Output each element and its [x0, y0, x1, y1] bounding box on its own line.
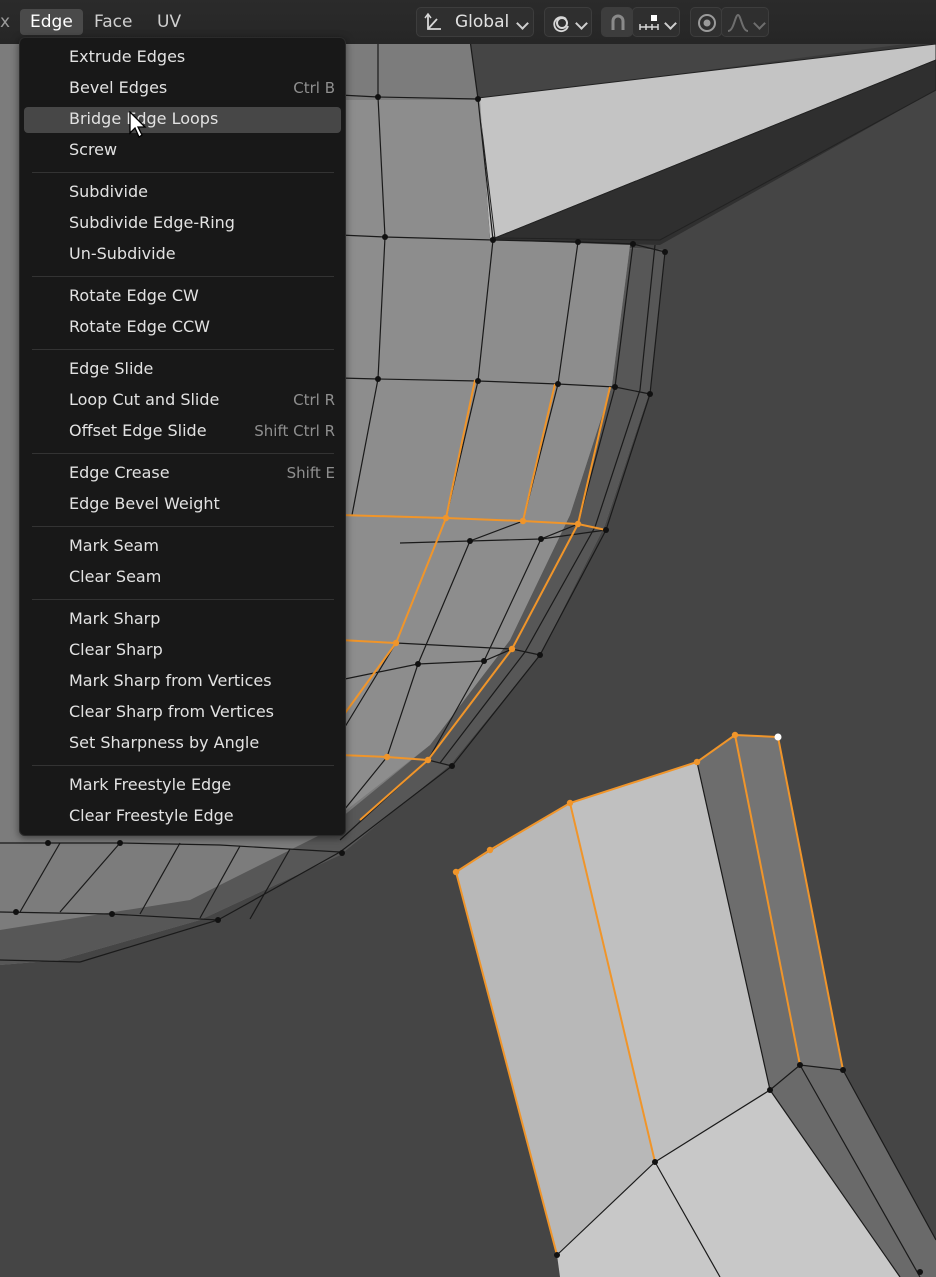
pivot-point-dropdown[interactable]	[544, 7, 592, 37]
menu-item-edge-bevel-weight[interactable]: Edge Bevel Weight	[24, 492, 341, 518]
menu-item-label: Screw	[69, 140, 118, 159]
menu-separator	[32, 349, 334, 350]
menu-item-clear-sharp-from-vertices[interactable]: Clear Sharp from Vertices	[24, 700, 341, 726]
menu-item-label: Mark Seam	[69, 536, 159, 555]
chevron-down-icon	[575, 17, 588, 30]
menu-item-label: Loop Cut and Slide	[69, 390, 220, 409]
menu-item-shortcut: Ctrl B	[293, 79, 335, 97]
menu-item-clear-freestyle-edge[interactable]: Clear Freestyle Edge	[24, 804, 341, 830]
menu-item-label: Clear Sharp from Vertices	[69, 702, 274, 721]
viewport-header: x Edge Face UV Global	[0, 0, 936, 44]
menu-item-label: Mark Freestyle Edge	[69, 775, 232, 794]
menu-item-label: Un-Subdivide	[69, 244, 176, 263]
menu-item-label: Subdivide Edge-Ring	[69, 213, 235, 232]
menu-clipped[interactable]: x	[0, 12, 11, 32]
menu-item-rotate-edge-ccw[interactable]: Rotate Edge CCW	[24, 315, 341, 341]
chevron-down-icon	[753, 17, 766, 30]
mesh-face-extruded-side	[697, 735, 800, 1090]
menu-item-bridge-edge-loops[interactable]: Bridge Edge Loops	[24, 107, 341, 133]
snap-increment-icon	[639, 15, 659, 30]
orientation-axes-icon	[424, 12, 441, 30]
menu-item-loop-cut-and-slide[interactable]: Loop Cut and Slide Ctrl R	[24, 388, 341, 414]
menu-item-label: Edge Bevel Weight	[69, 494, 220, 513]
menu-item-label: Extrude Edges	[69, 47, 186, 66]
menu-item-clear-seam[interactable]: Clear Seam	[24, 565, 341, 591]
menu-item-rotate-edge-cw[interactable]: Rotate Edge CW	[24, 284, 341, 310]
menu-edge[interactable]: Edge	[20, 9, 83, 35]
pivot-icon	[553, 16, 569, 33]
menu-separator	[32, 599, 334, 600]
menu-item-set-sharpness-by-angle[interactable]: Set Sharpness by Angle	[24, 731, 341, 757]
menu-item-extrude-edges[interactable]: Extrude Edges	[24, 45, 341, 71]
mesh-face-extruded-front-2	[570, 762, 770, 1162]
menu-separator	[32, 765, 334, 766]
transform-orientation-label: Global	[455, 12, 510, 32]
menu-item-label: Clear Freestyle Edge	[69, 806, 234, 825]
snap-magnet-icon	[611, 14, 625, 30]
menu-item-label: Offset Edge Slide	[69, 421, 207, 440]
menu-item-label: Rotate Edge CW	[69, 286, 199, 305]
menu-item-un-subdivide[interactable]: Un-Subdivide	[24, 242, 341, 268]
menu-item-label: Clear Seam	[69, 567, 162, 586]
menu-item-label: Bevel Edges	[69, 78, 168, 97]
mouse-cursor-icon	[129, 111, 147, 138]
mesh-face-top-panel-2	[477, 43, 936, 239]
menu-separator	[32, 172, 334, 173]
menu-item-bevel-edges[interactable]: Bevel Edges Ctrl B	[24, 76, 341, 102]
menu-separator	[32, 526, 334, 527]
menu-item-label: Bridge Edge Loops	[69, 109, 219, 128]
menu-item-edge-slide[interactable]: Edge Slide	[24, 357, 341, 383]
menu-item-screw[interactable]: Screw	[24, 138, 341, 164]
menu-item-edge-crease[interactable]: Edge Crease Shift E	[24, 461, 341, 487]
menu-item-label: Mark Sharp from Vertices	[69, 671, 272, 690]
menu-item-label: Subdivide	[69, 182, 148, 201]
menu-face[interactable]: Face	[94, 12, 133, 32]
menu-item-shortcut: Ctrl R	[293, 391, 335, 409]
menu-uv[interactable]: UV	[157, 12, 182, 32]
menu-item-mark-sharp[interactable]: Mark Sharp	[24, 607, 341, 633]
menu-item-label: Clear Sharp	[69, 640, 163, 659]
menu-item-mark-seam[interactable]: Mark Seam	[24, 534, 341, 560]
menu-item-shortcut: Shift Ctrl R	[254, 422, 335, 440]
chevron-down-icon	[664, 17, 677, 30]
menu-item-label: Edge Crease	[69, 463, 170, 482]
menu-item-subdivide-edge-ring[interactable]: Subdivide Edge-Ring	[24, 211, 341, 237]
falloff-curve-icon	[727, 13, 749, 32]
menu-item-label: Mark Sharp	[69, 609, 161, 628]
menu-separator	[32, 453, 334, 454]
menu-item-label: Rotate Edge CCW	[69, 317, 210, 336]
snap-target-dropdown[interactable]	[632, 7, 680, 37]
menu-item-label: Edge Slide	[69, 359, 154, 378]
proportional-falloff-dropdown[interactable]	[721, 7, 769, 37]
mesh-face-extruded-side-2	[735, 735, 843, 1070]
snap-toggle[interactable]	[601, 7, 633, 37]
proportional-edit-toggle[interactable]	[690, 7, 722, 37]
menu-item-label: Set Sharpness by Angle	[69, 733, 260, 752]
mesh-face-extruded-front	[456, 803, 655, 1255]
menu-item-subdivide[interactable]: Subdivide	[24, 180, 341, 206]
chevron-down-icon	[516, 17, 529, 30]
menu-item-mark-freestyle-edge[interactable]: Mark Freestyle Edge	[24, 773, 341, 799]
proportional-edit-icon	[698, 14, 716, 32]
menu-item-mark-sharp-from-vertices[interactable]: Mark Sharp from Vertices	[24, 669, 341, 695]
transform-orientation-dropdown[interactable]: Global	[416, 7, 534, 37]
menu-item-shortcut: Shift E	[286, 464, 335, 482]
menu-item-offset-edge-slide[interactable]: Offset Edge Slide Shift Ctrl R	[24, 419, 341, 445]
menu-item-clear-sharp[interactable]: Clear Sharp	[24, 638, 341, 664]
menu-separator	[32, 276, 334, 277]
